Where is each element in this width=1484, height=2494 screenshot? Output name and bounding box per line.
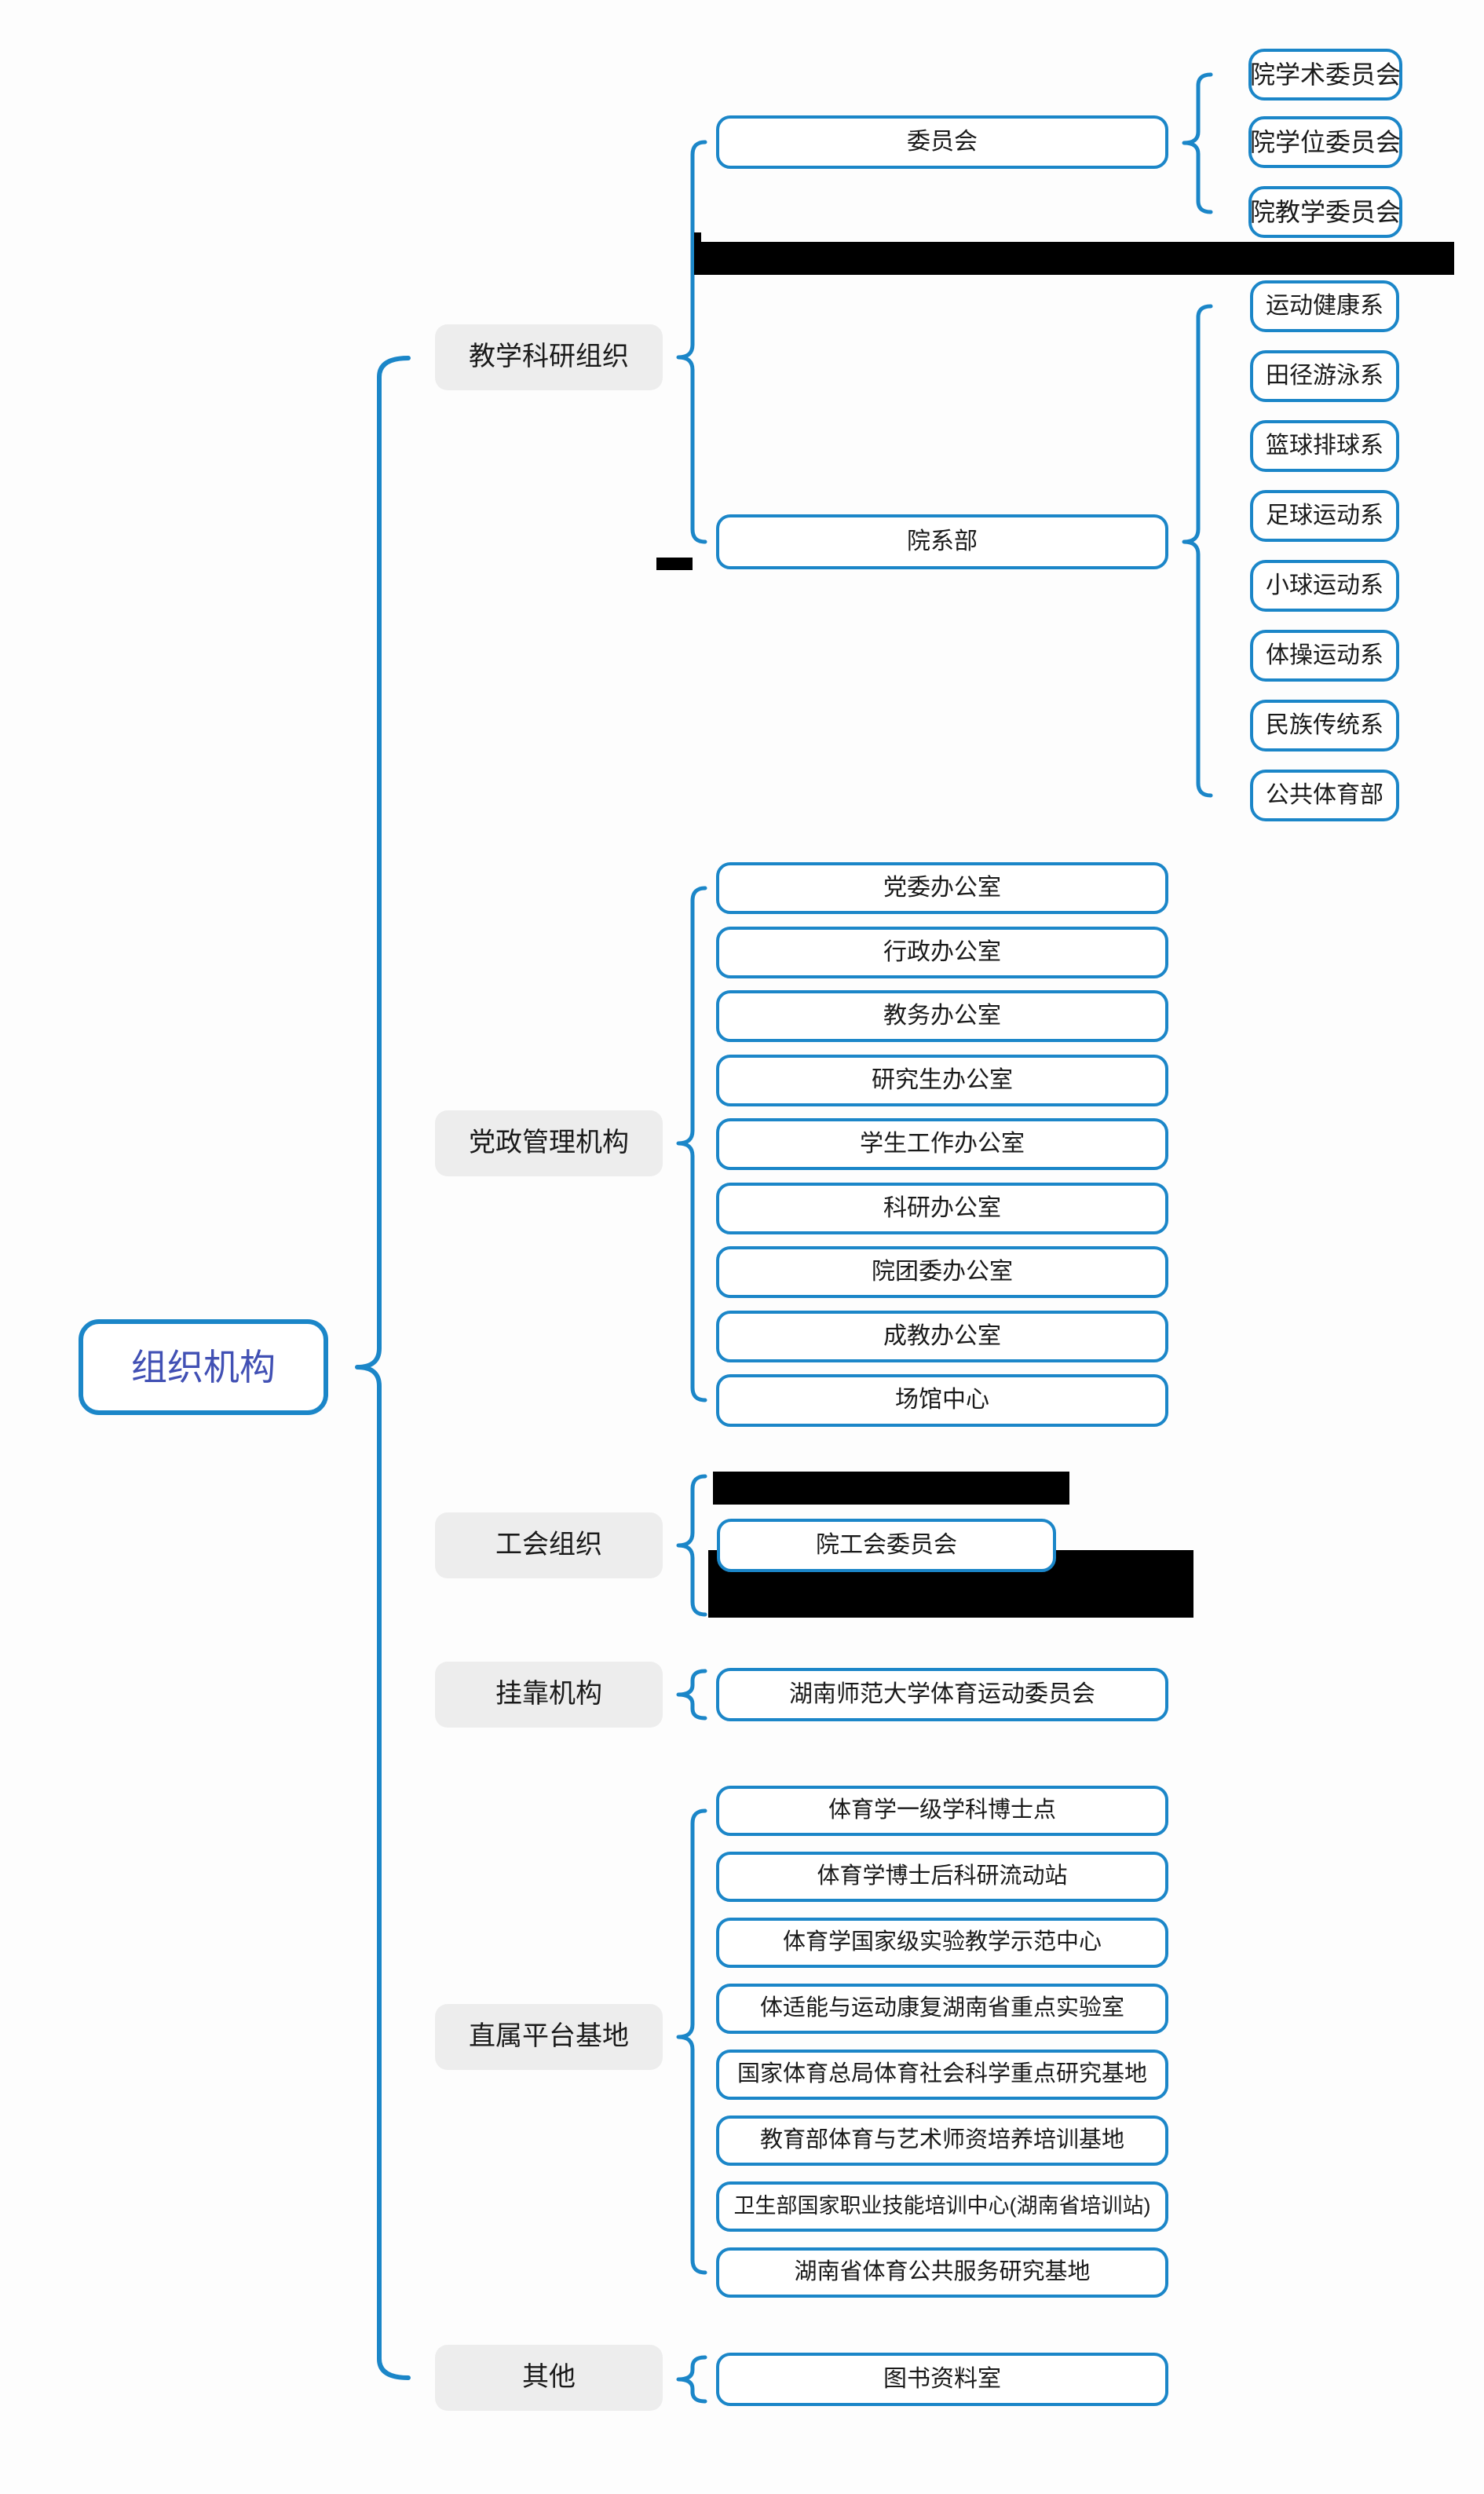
brace-teaching-research: [676, 140, 707, 544]
topic-sport-social-science-base[interactable]: 国家体育总局体育社会科学重点研究基地: [716, 2050, 1168, 2100]
brace-departments: [1182, 304, 1213, 798]
topic-departments[interactable]: 院系部: [716, 514, 1168, 569]
redacted-bar: [713, 1472, 1069, 1505]
brace-others: [676, 2355, 707, 2404]
redacted-mark: [656, 558, 693, 570]
topic-venue-center[interactable]: 场馆中心: [716, 1374, 1168, 1427]
topic-dept-small-ball[interactable]: 小球运动系: [1250, 560, 1399, 612]
brace-affiliated: [676, 1669, 707, 1721]
topic-graduate-office[interactable]: 研究生办公室: [716, 1055, 1168, 1106]
root-brace: [355, 356, 411, 2380]
topic-academic-affairs-office[interactable]: 教务办公室: [716, 990, 1168, 1042]
topic-postdoc-station[interactable]: 体育学博士后科研流动站: [716, 1852, 1168, 1902]
topic-public-service-research-base[interactable]: 湖南省体育公共服务研究基地: [716, 2247, 1168, 2298]
root-node[interactable]: 组织机构: [79, 1319, 328, 1415]
topic-student-work-office[interactable]: 学生工作办公室: [716, 1118, 1168, 1170]
topic-dept-sport-health[interactable]: 运动健康系: [1250, 280, 1399, 332]
topic-committee[interactable]: 委员会: [716, 115, 1168, 169]
topic-party-office[interactable]: 党委办公室: [716, 862, 1168, 914]
topic-dept-basketball-volleyball[interactable]: 篮球排球系: [1250, 420, 1399, 472]
category-admin[interactable]: 党政管理机构: [435, 1110, 663, 1176]
redacted-tick: [694, 232, 701, 275]
topic-dept-ethnic-traditional[interactable]: 民族传统系: [1250, 700, 1399, 751]
topic-teaching-committee[interactable]: 院教学委员会: [1248, 186, 1402, 238]
category-teaching-research[interactable]: 教学科研组织: [435, 324, 663, 390]
topic-university-sports-committee[interactable]: 湖南师范大学体育运动委员会: [716, 1668, 1168, 1721]
category-union[interactable]: 工会组织: [435, 1512, 663, 1578]
redacted-bar: [694, 242, 1454, 275]
topic-youth-league-office[interactable]: 院团委办公室: [716, 1246, 1168, 1298]
topic-academic-committee[interactable]: 院学术委员会: [1248, 49, 1402, 101]
topic-library-reference-room[interactable]: 图书资料室: [716, 2353, 1168, 2406]
topic-research-office[interactable]: 科研办公室: [716, 1183, 1168, 1234]
topic-doctoral-program[interactable]: 体育学一级学科博士点: [716, 1786, 1168, 1836]
topic-dept-public-pe[interactable]: 公共体育部: [1250, 770, 1399, 821]
topic-provincial-key-lab[interactable]: 体适能与运动康复湖南省重点实验室: [716, 1984, 1168, 2034]
topic-vocational-training-center[interactable]: 卫生部国家职业技能培训中心(湖南省培训站): [716, 2181, 1168, 2232]
category-platforms[interactable]: 直属平台基地: [435, 2004, 663, 2070]
topic-union-committee[interactable]: 院工会委员会: [717, 1519, 1056, 1572]
brace-committee: [1182, 72, 1213, 214]
topic-dept-football[interactable]: 足球运动系: [1250, 490, 1399, 542]
topic-national-lab-center[interactable]: 体育学国家级实验教学示范中心: [716, 1918, 1168, 1968]
topic-admin-office[interactable]: 行政办公室: [716, 927, 1168, 978]
topic-dept-gymnastics[interactable]: 体操运动系: [1250, 630, 1399, 682]
brace-platforms: [676, 1808, 707, 2275]
topic-degree-committee[interactable]: 院学位委员会: [1248, 116, 1402, 168]
category-affiliated[interactable]: 挂靠机构: [435, 1662, 663, 1728]
topic-teacher-training-base[interactable]: 教育部体育与艺术师资培养培训基地: [716, 2116, 1168, 2166]
category-others[interactable]: 其他: [435, 2345, 663, 2411]
topic-adult-education-office[interactable]: 成教办公室: [716, 1311, 1168, 1362]
brace-union: [676, 1474, 707, 1617]
brace-admin: [676, 886, 707, 1402]
topic-dept-track-swim[interactable]: 田径游泳系: [1250, 350, 1399, 402]
